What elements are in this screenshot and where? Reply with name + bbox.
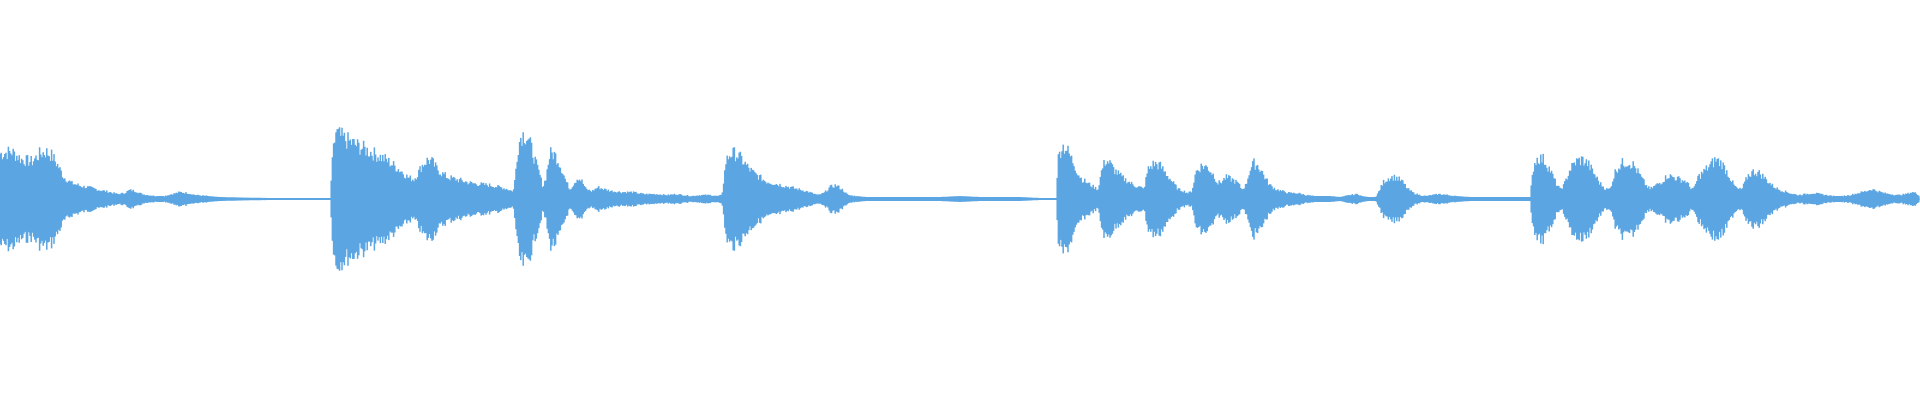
waveform-amplitude-path <box>0 127 1920 271</box>
